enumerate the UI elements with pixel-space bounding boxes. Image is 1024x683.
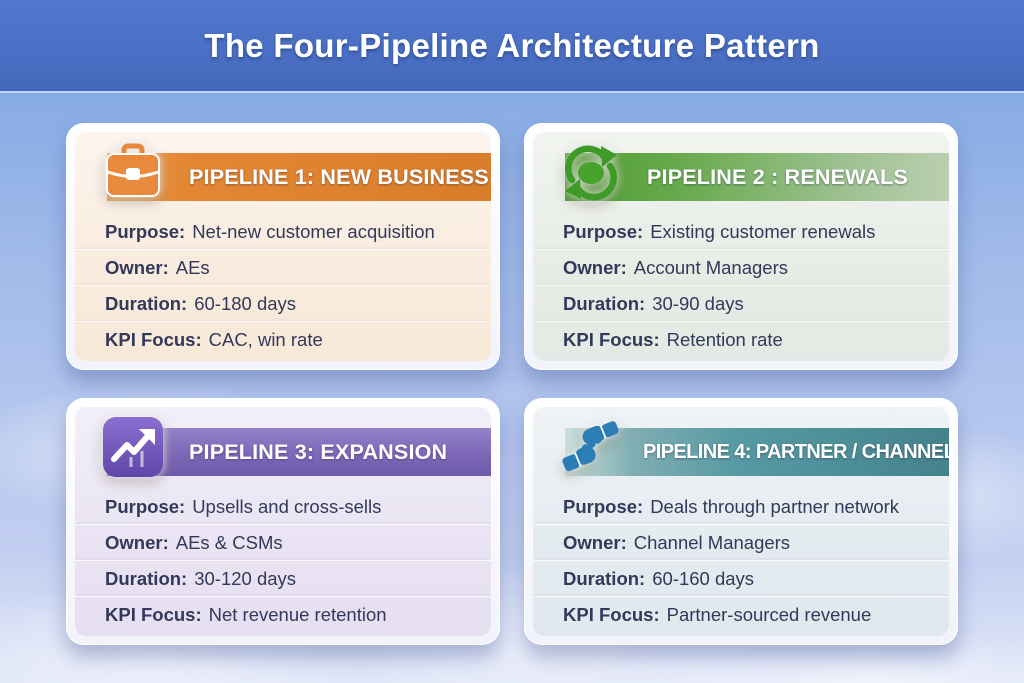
row-label: Duration: — [563, 567, 646, 589]
row-value: Account Managers — [633, 256, 788, 278]
card-body: PIPELINE 1: NEW BUSINESS Purpose: Net-new… — [75, 132, 491, 361]
row-label: Purpose: — [105, 220, 186, 242]
card-title: PIPELINE 4: PARTNER / CHANNEL — [643, 440, 949, 463]
row-kpi-focus: KPI Focus: Retention rate — [533, 321, 949, 357]
row-value: 30-90 days — [652, 292, 744, 314]
row-label: KPI Focus: — [105, 328, 202, 350]
page-title: The Four-Pipeline Architecture Pattern — [204, 26, 820, 64]
row-label: Owner: — [105, 531, 169, 553]
row-value: Partner-sourced revenue — [666, 603, 872, 625]
card-header-bar: PIPELINE 2 : RENEWALS — [565, 153, 949, 201]
card-header-bar: PIPELINE 1: NEW BUSINESS — [107, 153, 491, 201]
row-kpi-focus: KPI Focus: Net revenue retention — [75, 596, 491, 632]
row-value: 30-120 days — [194, 567, 297, 589]
row-purpose: Purpose: Upsells and cross-sells — [75, 489, 491, 524]
card-header-bar: PIPELINE 4: PARTNER / CHANNEL — [565, 428, 949, 476]
row-label: Duration: — [563, 292, 646, 314]
card-detail-rows: Purpose: Upsells and cross-sells Owner: AE… — [75, 489, 491, 632]
row-purpose: Purpose: Existing customer renewals — [533, 214, 949, 249]
row-duration: Duration: 60-180 days — [75, 285, 491, 321]
card-body: PIPELINE 4: PARTNER / CHANNEL — [533, 407, 949, 636]
row-kpi-focus: KPI Focus: Partner-sourced revenue — [533, 596, 949, 632]
card-pipeline-4-partner-channel: PIPELINE 4: PARTNER / CHANNEL — [524, 398, 958, 645]
row-duration: Duration: 30-120 days — [75, 560, 491, 596]
row-label: Purpose: — [563, 495, 644, 517]
row-owner: Owner: Channel Managers — [533, 524, 949, 560]
row-value: Upsells and cross-sells — [192, 495, 382, 517]
row-label: Owner: — [105, 256, 169, 278]
row-value: Channel Managers — [633, 531, 791, 553]
card-pipeline-3-expansion: PIPELINE 3: EXPANSION — [66, 398, 500, 645]
row-value: Net-new customer acquisition — [192, 220, 435, 242]
card-title: PIPELINE 1: NEW BUSINESS — [189, 164, 489, 189]
row-label: KPI Focus: — [563, 328, 660, 350]
row-value: Net revenue retention — [208, 603, 387, 625]
card-pipeline-2-renewals: PIPELINE 2 : RENEWALS Purpose: Existing c… — [524, 123, 958, 370]
card-body: PIPELINE 2 : RENEWALS Purpose: Existing c… — [533, 132, 949, 361]
row-label: KPI Focus: — [105, 603, 202, 625]
row-label: Duration: — [105, 292, 188, 314]
briefcase-icon — [101, 140, 165, 204]
row-owner: Owner: Account Managers — [533, 249, 949, 285]
card-detail-rows: Purpose: Existing customer renewals Owner… — [533, 214, 949, 357]
row-label: Owner: — [563, 531, 627, 553]
row-label: Purpose: — [105, 495, 186, 517]
row-value: 60-180 days — [194, 292, 297, 314]
row-value: Existing customer renewals — [650, 220, 876, 242]
card-pipeline-1-new-business: PIPELINE 1: NEW BUSINESS Purpose: Net-new… — [66, 123, 500, 370]
row-duration: Duration: 30-90 days — [533, 285, 949, 321]
row-value: 60-160 days — [652, 567, 755, 589]
row-value: Deals through partner network — [650, 495, 900, 517]
row-kpi-focus: KPI Focus: CAC, win rate — [75, 321, 491, 357]
row-value: Retention rate — [666, 328, 783, 350]
card-body: PIPELINE 3: EXPANSION — [75, 407, 491, 636]
card-detail-rows: Purpose: Net-new customer acquisition Own… — [75, 214, 491, 357]
handshake-icon — [559, 415, 623, 479]
row-label: Duration: — [105, 567, 188, 589]
card-header-bar: PIPELINE 3: EXPANSION — [107, 428, 491, 476]
row-purpose: Purpose: Net-new customer acquisition — [75, 214, 491, 249]
row-value: CAC, win rate — [208, 328, 323, 350]
row-duration: Duration: 60-160 days — [533, 560, 949, 596]
row-label: KPI Focus: — [563, 603, 660, 625]
row-value: AEs — [175, 256, 210, 278]
row-purpose: Purpose: Deals through partner network — [533, 489, 949, 524]
card-detail-rows: Purpose: Deals through partner network Ow… — [533, 489, 949, 632]
card-title: PIPELINE 2 : RENEWALS — [647, 164, 909, 189]
row-label: Purpose: — [563, 220, 644, 242]
row-owner: Owner: AEs — [75, 249, 491, 285]
pipeline-card-grid: PIPELINE 1: NEW BUSINESS Purpose: Net-new… — [66, 123, 958, 645]
card-title: PIPELINE 3: EXPANSION — [189, 439, 448, 464]
growth-chart-icon — [101, 415, 165, 479]
row-owner: Owner: AEs & CSMs — [75, 524, 491, 560]
title-banner: The Four-Pipeline Architecture Pattern — [0, 0, 1024, 93]
row-value: AEs & CSMs — [175, 531, 283, 553]
renewal-cycle-icon — [559, 140, 623, 204]
row-label: Owner: — [563, 256, 627, 278]
